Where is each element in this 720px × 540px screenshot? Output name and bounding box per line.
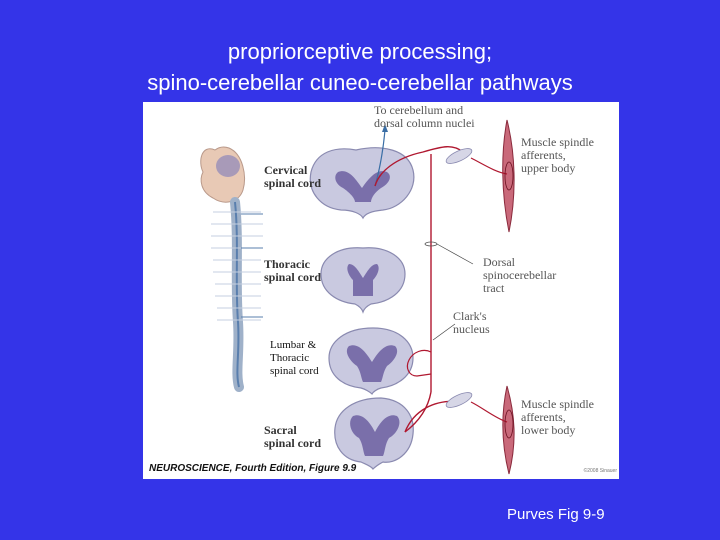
figure-credit: Purves Fig 9-9	[507, 506, 605, 523]
cervical-cord-section	[310, 148, 414, 218]
label-dorsal-tract: Dorsal spinocerebellar tract	[483, 256, 556, 295]
slide-title-line-2: spino-cerebellar cuneo-cerebellar pathwa…	[0, 69, 720, 97]
lumbar-cord-section	[329, 328, 413, 394]
brain-icon	[216, 155, 240, 177]
ganglion-icons	[444, 146, 474, 411]
label-cervical: Cervical spinal cord	[264, 164, 321, 190]
figure-caption: NEUROSCIENCE, Fourth Edition, Figure 9.9	[149, 463, 356, 474]
label-lumbar: Lumbar & Thoracic spinal cord	[267, 338, 322, 379]
head-spine-illustration	[201, 147, 263, 387]
thoracic-cord-section	[321, 248, 405, 312]
label-thoracic: Thoracic spinal cord	[264, 258, 321, 284]
copyright-text: ©2008 Sinauer	[584, 468, 617, 474]
label-sacral: Sacral spinal cord	[264, 424, 321, 450]
label-muscle-lower: Muscle spindle afferents, lower body	[521, 398, 594, 437]
label-clarks-nucleus: Clark's nucleus	[453, 310, 490, 336]
muscle-spindle-lower-icon	[471, 386, 514, 474]
sacral-cord-section	[335, 398, 414, 469]
figure-panel: Cervical spinal cord Thoracic spinal cor…	[143, 102, 619, 479]
slide-title-line-1: propriorceptive processing;	[0, 38, 720, 66]
label-to-cerebellum: To cerebellum and dorsal column nuclei	[374, 104, 475, 130]
muscle-spindle-upper-icon	[471, 120, 514, 232]
label-muscle-upper: Muscle spindle afferents, upper body	[521, 136, 594, 175]
